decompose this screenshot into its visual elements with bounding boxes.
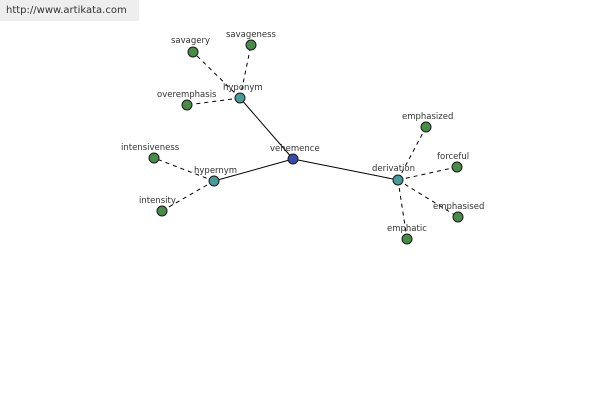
node-dot-savagery[interactable] — [187, 46, 199, 58]
nodes-layer: vehemence hyponym hypernym derivation savage… — [121, 30, 484, 245]
node-dot-intensity[interactable] — [156, 205, 168, 217]
edge-hyponym-savageness — [239, 44, 252, 99]
edge-vehemence-hypernym — [213, 158, 294, 182]
node-label-intensiveness: intensiveness — [121, 143, 180, 153]
node-hyponym[interactable]: hyponym — [223, 83, 263, 104]
node-dot-vehemence[interactable] — [287, 153, 299, 165]
node-label-derivation: derivation — [372, 164, 415, 174]
node-savagery[interactable]: savagery — [171, 36, 210, 58]
node-dot-hypernym[interactable] — [208, 175, 220, 187]
edge-hyponym-overemphasis — [186, 97, 241, 106]
node-dot-intensiveness[interactable] — [148, 152, 160, 164]
edges-layer — [153, 44, 459, 240]
node-label-vehemence: vehemence — [270, 144, 320, 154]
edge-vehemence-hyponym — [239, 97, 294, 160]
node-label-hyponym: hyponym — [223, 83, 263, 93]
node-overemphasis[interactable]: overemphasis — [157, 90, 217, 111]
node-dot-emphasised[interactable] — [452, 211, 464, 223]
node-dot-overemphasis[interactable] — [181, 99, 193, 111]
node-label-intensity: intensity — [139, 196, 176, 206]
edge-derivation-emphasised — [397, 179, 459, 218]
node-dot-hyponym[interactable] — [234, 92, 246, 104]
node-vehemence[interactable]: vehemence — [270, 144, 320, 165]
node-dot-emphatic[interactable] — [401, 233, 413, 245]
node-dot-savageness[interactable] — [245, 39, 257, 51]
edge-hyponym-savagery — [192, 51, 241, 99]
node-label-emphasized: emphasized — [402, 112, 453, 122]
node-emphasised[interactable]: emphasised — [433, 202, 484, 223]
node-intensity[interactable]: intensity — [139, 196, 176, 217]
node-savageness[interactable]: savageness — [226, 30, 277, 51]
node-intensiveness[interactable]: intensiveness — [121, 143, 180, 164]
edge-hypernym-intensiveness — [153, 157, 215, 182]
node-dot-emphasized[interactable] — [420, 121, 432, 133]
node-hypernym[interactable]: hypernym — [194, 166, 237, 187]
edge-derivation-emphatic — [397, 179, 408, 240]
node-label-savagery: savagery — [171, 36, 210, 46]
edge-hypernym-intensity — [161, 180, 215, 212]
node-label-emphatic: emphatic — [387, 224, 427, 234]
node-derivation[interactable]: derivation — [372, 164, 415, 186]
node-dot-derivation[interactable] — [392, 174, 404, 186]
node-dot-forceful[interactable] — [451, 161, 463, 173]
edge-vehemence-derivation — [292, 158, 399, 181]
node-label-forceful: forceful — [437, 152, 469, 162]
edge-derivation-emphasized — [397, 126, 427, 181]
node-label-hypernym: hypernym — [194, 166, 237, 176]
node-emphatic[interactable]: emphatic — [387, 224, 427, 245]
node-emphasized[interactable]: emphasized — [402, 112, 453, 133]
node-label-overemphasis: overemphasis — [157, 90, 217, 100]
edge-derivation-forceful — [397, 166, 458, 181]
node-forceful[interactable]: forceful — [437, 152, 469, 173]
node-label-savageness: savageness — [226, 30, 277, 40]
watermark-url[interactable]: http://www.artikata.com — [0, 0, 139, 21]
node-label-emphasised: emphasised — [433, 202, 484, 212]
